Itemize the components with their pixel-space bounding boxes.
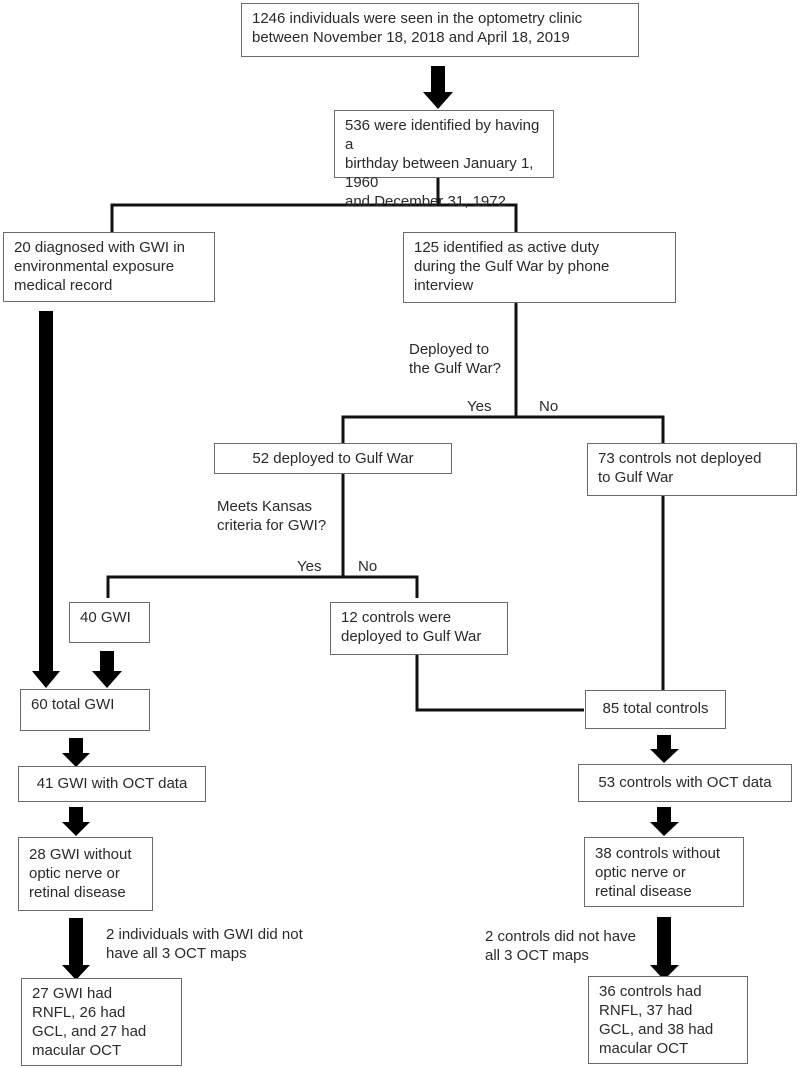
arrow-40-to-total-gwi xyxy=(92,651,122,688)
connector-12-to-85 xyxy=(415,655,584,712)
arrow-record-to-total-gwi xyxy=(32,311,60,688)
arrow-total-gwi-to-oct xyxy=(62,738,90,767)
node-birthday: 536 were identified by having a birthday… xyxy=(334,110,554,210)
node-gwi-40: 40 GWI xyxy=(69,602,150,643)
node-active-duty: 125 identified as active duty during the… xyxy=(403,232,676,303)
arrow-controls-no-disease-to-final xyxy=(650,917,679,980)
node-controls-no-disease: 38 controls without optic nerve or retin… xyxy=(584,837,744,907)
decision-deployed-no: No xyxy=(539,398,559,415)
node-controls-final: 36 controls had RNFL, 37 had GCL, and 38… xyxy=(588,976,748,1064)
arrow-clinic-to-birthday xyxy=(423,66,453,109)
node-not-deployed: 73 controls not deployed to Gulf War xyxy=(587,443,797,496)
decision-kansas-no: No xyxy=(358,558,378,575)
node-controls-12: 12 controls were deployed to Gulf War xyxy=(330,602,508,655)
arrow-total-controls-to-oct xyxy=(650,735,679,763)
connector-kansas-split xyxy=(106,474,419,598)
decision-deployed-question: Deployed to the Gulf War? xyxy=(409,341,501,377)
note-controls-missing: 2 controls did not have all 3 OCT maps xyxy=(485,928,636,964)
node-total-gwi: 60 total GWI xyxy=(20,689,150,731)
node-gwi-record: 20 diagnosed with GWI in environmental e… xyxy=(3,232,215,302)
arrow-controls-oct-to-no-disease xyxy=(650,807,679,836)
node-gwi-oct: 41 GWI with OCT data xyxy=(18,766,206,802)
node-controls-oct: 53 controls with OCT data xyxy=(578,764,792,802)
node-gwi-no-disease: 28 GWI without optic nerve or retinal di… xyxy=(18,837,153,911)
decision-kansas-question: Meets Kansas criteria for GWI? xyxy=(217,498,327,534)
connector-deployed-split xyxy=(341,303,665,443)
note-gwi-missing: 2 individuals with GWI did not have all … xyxy=(106,926,303,962)
node-clinic: 1246 individuals were seen in the optome… xyxy=(241,3,639,57)
arrow-oct-to-no-disease xyxy=(62,807,90,836)
connector-split-top xyxy=(110,178,518,232)
node-total-controls: 85 total controls xyxy=(585,690,726,729)
decision-deployed-yes: Yes xyxy=(467,398,492,415)
node-deployed: 52 deployed to Gulf War xyxy=(214,443,452,474)
arrow-no-disease-to-final-gwi xyxy=(62,918,90,980)
decision-kansas-yes: Yes xyxy=(297,558,322,575)
node-gwi-final: 27 GWI had RNFL, 26 had GCL, and 27 had … xyxy=(21,978,182,1066)
